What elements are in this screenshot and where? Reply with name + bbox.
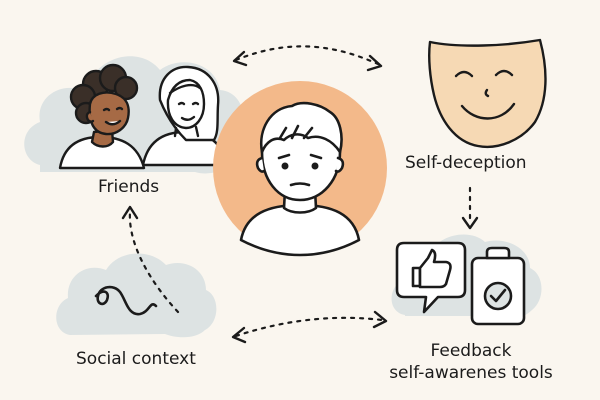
arrowhead-down-mask (461, 216, 479, 230)
arrowhead-right-bottom (372, 310, 388, 329)
label-feedback: Feedback self-awarenes tools (385, 340, 557, 384)
label-feedback-line1: Feedback (430, 341, 512, 361)
arrowhead-right-top (366, 54, 383, 72)
label-self-deception: Self-deception (405, 153, 527, 173)
arrow-social-to-feedback (234, 316, 384, 338)
friends-illustration (58, 63, 228, 170)
mask-icon (428, 38, 547, 149)
center-person (213, 81, 387, 257)
squiggle-icon (94, 285, 158, 316)
person-icon (239, 101, 361, 257)
arrowhead-up-friends (121, 205, 139, 220)
label-friends: Friends (98, 177, 160, 197)
arrow-social-to-friends (128, 210, 180, 314)
arrow-heads (121, 50, 479, 344)
social-context-cloud (56, 253, 217, 338)
arrow-friends-to-mask (234, 45, 380, 66)
label-social-context: Social context (76, 349, 196, 369)
label-feedback-line2: self-awarenes tools (389, 363, 553, 383)
arrowhead-left-bottom (231, 326, 247, 344)
arrows (128, 45, 472, 338)
thumbs-up-icon (395, 241, 467, 314)
clipboard-check-icon (470, 246, 526, 326)
arrowhead-left-top (232, 50, 248, 67)
